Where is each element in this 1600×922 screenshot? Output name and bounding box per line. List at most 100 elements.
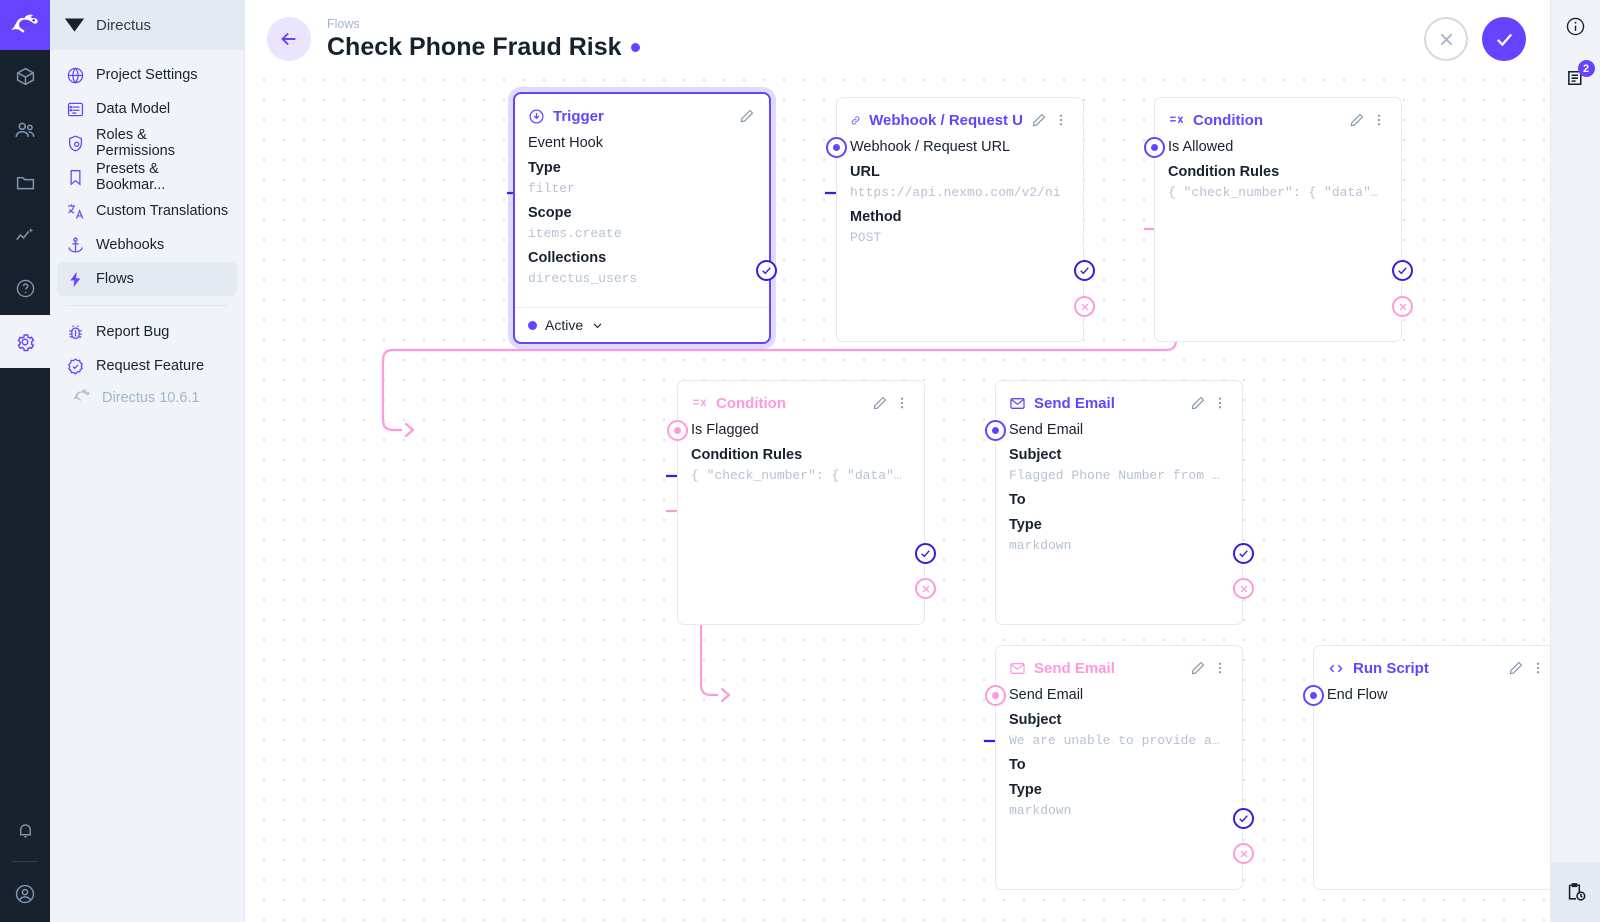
modulebar-item-account[interactable]: [0, 866, 50, 922]
sidebar-item-custom-translations[interactable]: Custom Translations: [57, 194, 237, 228]
node-run-script-input[interactable]: [1303, 685, 1324, 706]
flow-panel-condition-flagged[interactable]: Condition Is Flagged Condition Rules: [677, 380, 925, 625]
panel-type-label: Webhook / Request U: [850, 112, 1023, 129]
node-condition-flagged-reject[interactable]: [915, 578, 936, 599]
field-value: filter: [528, 181, 575, 196]
sidebar-item-project-settings[interactable]: Project Settings: [57, 58, 237, 92]
flow-canvas[interactable]: Trigger Event Hook Type filter Scope ite…: [245, 78, 1550, 922]
panel-body: Send Email Subject We are unable to prov…: [996, 681, 1242, 835]
edit-icon[interactable]: [1189, 659, 1207, 677]
page-title: Check Phone Fraud Risk: [327, 32, 640, 62]
sidebar-item-roles-permissions[interactable]: Roles & Permissions: [57, 126, 237, 160]
cancel-button[interactable]: [1424, 17, 1468, 61]
edit-icon[interactable]: [871, 394, 889, 412]
main-content: Flows Check Phone Fraud Risk: [245, 0, 1550, 922]
flow-panel-webhook[interactable]: Webhook / Request U Webhook / Request UR…: [836, 97, 1084, 342]
field-value: directus_users: [528, 271, 638, 286]
modulebar-item-insights[interactable]: [0, 209, 50, 262]
more-options-icon[interactable]: [1370, 111, 1388, 129]
edit-icon[interactable]: [738, 107, 756, 125]
field-label: To: [1009, 492, 1026, 508]
modulebar-item-file-library[interactable]: [0, 156, 50, 209]
directus-logo-button[interactable]: [0, 0, 50, 50]
edit-icon[interactable]: [1507, 659, 1525, 677]
flow-panel-run-script[interactable]: Run Script End Flow: [1313, 645, 1550, 890]
box-icon: [16, 67, 34, 86]
check-icon: [762, 267, 771, 275]
panel-type-text: Condition: [716, 394, 786, 412]
verified-icon: [65, 356, 85, 376]
panel-type-text: Webhook / Request U: [869, 111, 1023, 129]
panel-header-actions: [1507, 659, 1547, 677]
edit-icon[interactable]: [1189, 394, 1207, 412]
trigger-status-dropdown[interactable]: Active: [515, 307, 769, 342]
node-send-email-flagged-resolve[interactable]: [1233, 543, 1254, 564]
info-sidebar-toggle[interactable]: [1551, 0, 1600, 52]
field-label: URL: [850, 164, 880, 180]
sidebar-item-report-bug[interactable]: Report Bug: [57, 315, 237, 349]
save-button[interactable]: [1482, 17, 1526, 61]
trigger-icon: [529, 108, 544, 124]
sidebar-item-webhooks[interactable]: Webhooks: [57, 228, 237, 262]
flow-panel-condition-allowed[interactable]: Condition Is Allowed Condition Rules: [1154, 97, 1402, 342]
sidebar-item-data-model[interactable]: Data Model: [57, 92, 237, 126]
edit-icon[interactable]: [1348, 111, 1366, 129]
panel-type-text: Send Email: [1034, 394, 1115, 412]
flow-panel-trigger[interactable]: Trigger Event Hook Type filter Scope ite…: [513, 92, 771, 344]
page-title-text: Check Phone Fraud Risk: [327, 33, 622, 61]
panel-header-actions: [871, 394, 911, 412]
node-send-email-unable-reject[interactable]: [1233, 843, 1254, 864]
flow-panel-send-email-flagged[interactable]: Send Email Send Email Subject Flagged: [995, 380, 1243, 625]
translate-icon: [65, 201, 85, 221]
node-send-email-flagged-input[interactable]: [985, 420, 1006, 441]
modulebar-item-user-directory[interactable]: [0, 103, 50, 156]
node-trigger-resolve[interactable]: [756, 260, 777, 281]
node-send-email-unable-input[interactable]: [985, 685, 1006, 706]
logs-badge: 2: [1577, 60, 1595, 77]
more-options-icon[interactable]: [893, 394, 911, 412]
panel-type-text: Run Script: [1353, 659, 1429, 677]
breadcrumb[interactable]: Flows: [327, 17, 360, 31]
back-button[interactable]: [267, 17, 311, 61]
node-send-email-flagged-reject[interactable]: [1233, 578, 1254, 599]
node-webhook-input[interactable]: [826, 137, 847, 158]
panel-header-actions: [1348, 111, 1388, 129]
bookmark-icon: [65, 167, 85, 187]
node-condition-flagged-input[interactable]: [667, 420, 688, 441]
node-webhook-reject[interactable]: [1074, 296, 1095, 317]
check-icon: [1239, 550, 1248, 558]
sidebar-item-label: Custom Translations: [96, 203, 229, 219]
help-icon: [16, 279, 34, 298]
check-icon: [921, 550, 930, 558]
more-options-icon[interactable]: [1211, 394, 1229, 412]
node-condition-allowed-input[interactable]: [1144, 137, 1165, 158]
node-condition-flagged-resolve[interactable]: [915, 543, 936, 564]
panel-type-text: Send Email: [1034, 659, 1115, 677]
list-alt-icon: [65, 99, 85, 119]
panel-body: Is Flagged Condition Rules { "check_numb…: [678, 416, 924, 500]
panel-operation-name: Is Flagged: [691, 422, 759, 438]
node-webhook-resolve[interactable]: [1074, 260, 1095, 281]
edit-icon[interactable]: [1030, 111, 1048, 129]
status-badge: [630, 42, 640, 52]
more-options-icon[interactable]: [1529, 659, 1547, 677]
sidebar-item-request-feature[interactable]: Request Feature: [57, 349, 237, 383]
sidebar-item-presets-bookmarks[interactable]: Presets & Bookmar...: [57, 160, 237, 194]
modulebar-item-help[interactable]: [0, 262, 50, 315]
node-condition-allowed-reject[interactable]: [1392, 296, 1413, 317]
modulebar-item-settings[interactable]: [0, 315, 50, 368]
activity-toggle[interactable]: [1550, 862, 1600, 922]
node-condition-allowed-resolve[interactable]: [1392, 260, 1413, 281]
modulebar-item-notifications[interactable]: [0, 804, 50, 857]
bolt-icon: [65, 269, 85, 289]
flow-panel-send-email-unable[interactable]: Send Email Send Email Subject We are: [995, 645, 1243, 890]
more-options-icon[interactable]: [1052, 111, 1070, 129]
panel-type-label: Condition: [1168, 112, 1263, 129]
modulebar-item-content[interactable]: [0, 50, 50, 103]
panel-body: Webhook / Request URL URL https://api.ne…: [837, 133, 1083, 262]
panel-type-label: Send Email: [1009, 395, 1115, 412]
more-options-icon[interactable]: [1211, 659, 1229, 677]
sidebar-item-flows[interactable]: Flows: [57, 262, 237, 296]
node-send-email-unable-resolve[interactable]: [1233, 808, 1254, 829]
flow-logs-toggle[interactable]: 2: [1551, 52, 1600, 104]
